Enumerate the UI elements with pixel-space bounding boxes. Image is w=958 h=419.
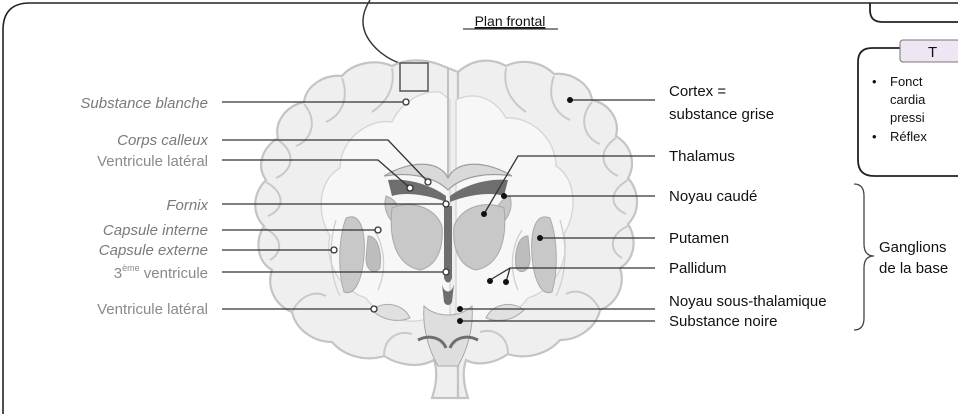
ganglions-brace (854, 184, 874, 330)
point-noyau-sous-thalamique (457, 306, 463, 312)
point-corps-calleux (425, 179, 431, 185)
third-ventricle-rest: ventricule (140, 265, 208, 282)
point-noyau-caude (501, 193, 507, 199)
side-card-top (870, 3, 958, 22)
point-cortex (567, 97, 573, 103)
label-cortex-line2: substance grise (669, 106, 774, 123)
label-ganglions-line1: Ganglions (879, 239, 947, 256)
side-card-bullet-1: • (872, 74, 877, 89)
point-substance-blanche (403, 99, 409, 105)
point-pallidum-2 (503, 279, 509, 285)
point-putamen (537, 235, 543, 241)
side-card-line-4: Réflex (890, 129, 927, 144)
label-substance-noire: Substance noire (669, 313, 777, 330)
brain-illustration (255, 60, 637, 398)
point-ventricule-lateral-2 (371, 306, 377, 312)
side-card-line-3: pressi (890, 110, 925, 125)
label-putamen: Putamen (669, 230, 729, 247)
point-capsule-interne (375, 227, 381, 233)
label-capsule-externe: Capsule externe (99, 242, 208, 259)
side-card-line-2: cardia (890, 92, 926, 107)
label-corps-calleux: Corps calleux (117, 132, 208, 149)
label-cortex-line1: Cortex = (669, 83, 726, 100)
magnifier-arc (363, 0, 418, 65)
point-substance-noire (457, 318, 463, 324)
third-ventricle-superscript: ème (122, 263, 140, 273)
point-pallidum-1 (487, 278, 493, 284)
label-fornix: Fornix (166, 197, 208, 214)
diagram-title: Plan frontal (475, 13, 546, 29)
label-ventricule-lateral-1: Ventricule latéral (97, 153, 208, 170)
side-card-line-1: Fonct (890, 74, 923, 89)
point-fornix (443, 201, 449, 207)
point-thalamus (481, 211, 487, 217)
third-ventricle-number: 3 (114, 265, 122, 282)
label-ganglions-line2: de la base (879, 260, 948, 277)
label-capsule-interne: Capsule interne (103, 222, 208, 239)
label-3eme-ventricule: 3ème ventricule (114, 263, 208, 282)
label-ventricule-lateral-2: Ventricule latéral (97, 301, 208, 318)
label-noyau-sous-thalamique: Noyau sous-thalamique (669, 293, 827, 310)
point-ventricule-lateral-1 (407, 185, 413, 191)
label-thalamus: Thalamus (669, 148, 735, 165)
label-pallidum: Pallidum (669, 260, 727, 277)
point-capsule-externe (331, 247, 337, 253)
side-card: T • Fonct cardia pressi • Réflex (858, 3, 958, 176)
point-3eme-ventricule (443, 269, 449, 275)
side-card-heading: T (928, 44, 937, 61)
label-substance-blanche: Substance blanche (80, 95, 208, 112)
side-card-bullet-2: • (872, 129, 877, 144)
label-noyau-caude: Noyau caudé (669, 188, 757, 205)
